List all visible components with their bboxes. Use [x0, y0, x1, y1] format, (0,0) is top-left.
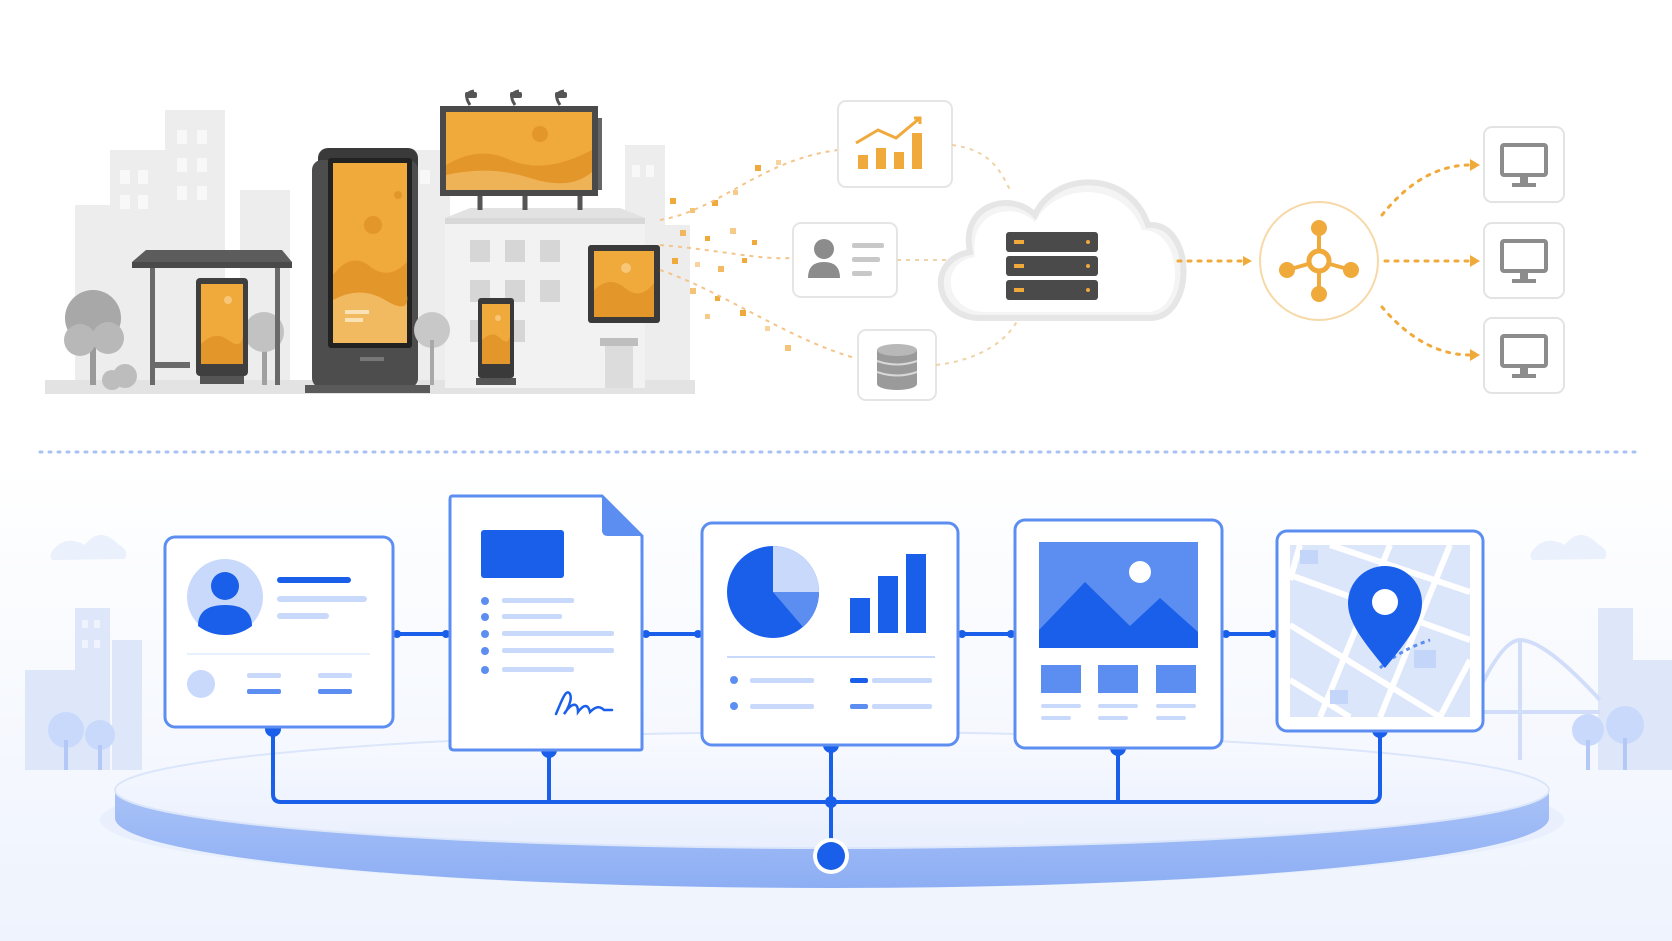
- cloud-hub-connector: [1176, 256, 1252, 266]
- data-source-analytics: [837, 100, 953, 188]
- display-endpoint: [1483, 222, 1565, 299]
- cloud: [937, 179, 1187, 321]
- map-card: [1275, 529, 1485, 733]
- data-stream: [670, 160, 791, 351]
- distribution-hub: [1259, 201, 1379, 321]
- pie-chart-icon: [727, 546, 820, 638]
- document-card: [448, 494, 644, 752]
- data-stream-dashes: [659, 149, 856, 359]
- media-card: [1013, 518, 1224, 750]
- signature-icon: [554, 691, 614, 716]
- database-icon: [876, 344, 918, 390]
- tree-icon: [1572, 706, 1644, 770]
- bar-chart-icon: [850, 554, 926, 633]
- user-profile-icon: [808, 239, 840, 278]
- hub-node-icon: [813, 838, 849, 874]
- display-endpoint: [1483, 317, 1565, 394]
- digital-kiosk: [305, 148, 430, 393]
- server-stack-icon: [1006, 232, 1098, 300]
- landscape-image-icon: [1039, 542, 1198, 648]
- bus-shelter: [132, 250, 292, 385]
- tree-icon: [48, 712, 115, 770]
- data-source-database: [857, 329, 937, 401]
- profile-card: [163, 535, 395, 729]
- rooftop-billboard: [440, 89, 602, 210]
- bush: [102, 364, 137, 390]
- route-line: [1378, 638, 1431, 670]
- bush: [414, 312, 450, 385]
- monitor-icon: [1500, 334, 1548, 378]
- hub-network-icon: [1279, 220, 1359, 302]
- location-pin-icon: [1348, 566, 1422, 668]
- hub-display-connectors: [1380, 163, 1472, 357]
- street-scene: [45, 89, 695, 394]
- tree-icon: [244, 312, 284, 385]
- monitor-icon: [1500, 239, 1548, 283]
- data-source-profile: [792, 222, 898, 298]
- tree-icon: [64, 290, 124, 385]
- source-connectors: [897, 144, 1021, 366]
- bottom-section: [0, 462, 1672, 941]
- report-card: [700, 521, 960, 747]
- user-avatar-icon: [187, 559, 263, 635]
- monitor-icon: [1500, 143, 1548, 187]
- analytics-chart-icon: [855, 116, 922, 169]
- bus-shelter-screen: [196, 278, 248, 384]
- top-section: [0, 0, 1672, 440]
- display-endpoint: [1483, 126, 1565, 203]
- wall-screen: [588, 245, 660, 323]
- street-screen: [476, 298, 516, 385]
